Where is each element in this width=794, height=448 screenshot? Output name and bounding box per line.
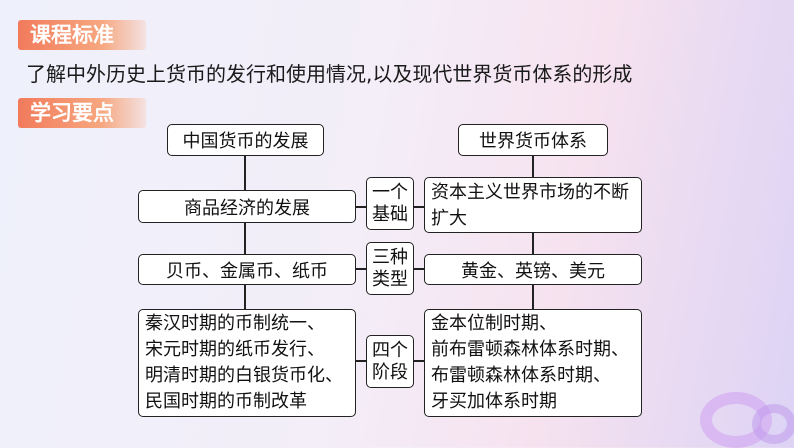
decorative-ring-small <box>752 404 794 444</box>
world-stages-box: 金本位制时期、 前布雷顿森林体系时期、 布雷顿森林体系时期、 牙买加体系时期 <box>424 309 642 417</box>
world-stage-3: 布雷顿森林体系时期、 <box>431 365 611 386</box>
china-stages-box: 秦汉时期的币制统一、 宋元时期的纸币发行、 明清时期的白银货币化、 民国时期的币… <box>138 309 356 417</box>
china-stage-2: 宋元时期的纸币发行、 <box>145 339 325 360</box>
world-currency-title: 世界货币体系 <box>479 131 587 152</box>
left-vertical-connector <box>244 155 246 310</box>
china-currency-title-box: 中国货币的发展 <box>167 124 324 156</box>
four-stages-box: 四个 阶段 <box>366 335 414 388</box>
world-market-box: 资本主义世界市场的不断扩大 <box>424 177 642 233</box>
one-foundation-box: 一个 基础 <box>366 177 414 230</box>
world-currency-title-box: 世界货币体系 <box>458 124 608 156</box>
commodity-economy-label: 商品经济的发展 <box>184 197 310 219</box>
world-stage-2: 前布雷顿森林体系时期、 <box>431 339 629 360</box>
three-types-line2: 类型 <box>372 268 408 290</box>
currency-types-box: 贝币、金属币、纸币 <box>138 254 356 285</box>
one-foundation-line1: 一个 <box>372 181 408 203</box>
course-standard-tag: 课程标准 <box>18 20 146 50</box>
three-types-line1: 三种 <box>372 246 408 268</box>
world-stage-1: 金本位制时期、 <box>431 313 557 334</box>
commodity-economy-box: 商品经济的发展 <box>138 190 356 223</box>
key-points-tag: 学习要点 <box>18 98 146 128</box>
china-stage-1: 秦汉时期的币制统一、 <box>145 313 325 334</box>
china-stage-3: 明清时期的白银货币化、 <box>145 365 343 386</box>
reserve-currencies-label: 黄金、英镑、美元 <box>461 260 605 282</box>
currency-types-label: 贝币、金属币、纸币 <box>166 260 328 282</box>
china-currency-title: 中国货币的发展 <box>182 131 309 152</box>
course-standard-text: 了解中外历史上货币的发行和使用情况,以及现代世界货币体系的形成 <box>26 62 633 86</box>
china-stage-4: 民国时期的币制改革 <box>145 391 307 412</box>
world-stage-4: 牙买加体系时期 <box>431 391 557 412</box>
four-stages-line2: 阶段 <box>372 361 408 383</box>
four-stages-line1: 四个 <box>372 339 408 361</box>
world-market-label: 资本主义世界市场的不断扩大 <box>431 182 629 229</box>
three-types-box: 三种 类型 <box>366 242 414 295</box>
one-foundation-line2: 基础 <box>372 203 408 225</box>
reserve-currencies-box: 黄金、英镑、美元 <box>424 254 642 285</box>
